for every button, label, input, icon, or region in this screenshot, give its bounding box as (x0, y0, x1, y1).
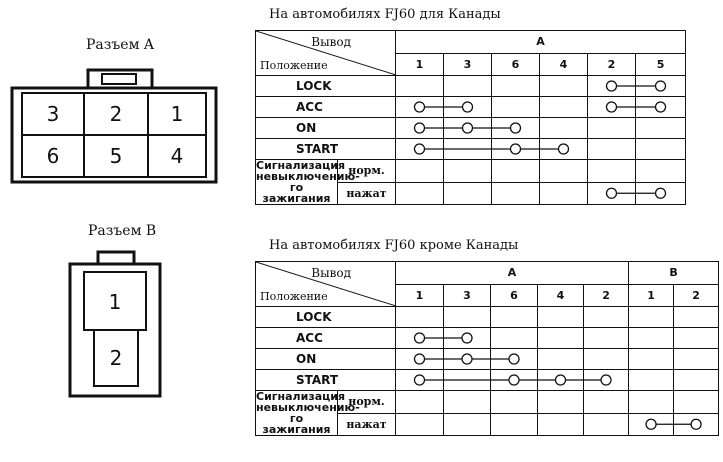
connector-a-pin: 5 (109, 144, 123, 168)
table-other-position-header: Положение (260, 290, 328, 303)
alarm-state-pressed: нажат (337, 181, 396, 205)
table-canada-row: ACC (255, 96, 687, 118)
table-canada-title: На автомобилях FJ60 для Канады (269, 7, 501, 22)
table-canada-row: START (255, 138, 687, 160)
position-label: START (255, 138, 396, 160)
alarm-state-pressed: нажат (337, 412, 396, 436)
connector-a-label: Разъем A (86, 37, 155, 53)
table-other-terminal: 2 (673, 283, 720, 307)
table-other-row: LOCK (255, 306, 720, 328)
connector-a-pin: 1 (170, 102, 184, 126)
table-canada-position-header: Положение (260, 59, 328, 72)
position-label: ACC (255, 327, 396, 349)
table-canada-output-header: Вывод (311, 35, 351, 49)
connector-a-pin: 2 (109, 102, 123, 126)
position-label: ACC (255, 96, 396, 118)
table-other-group-a: A (394, 261, 630, 285)
table-canada: Вывод Положение A 1 3 6 4 2 5 LOCK ACC O… (255, 30, 687, 205)
table-canada-terminal: 2 (587, 52, 636, 76)
table-canada-terminal: 1 (395, 52, 444, 76)
connector-b-pin: 1 (108, 290, 122, 314)
table-other-row: ACC (255, 327, 720, 349)
table-other-row: ON (255, 348, 720, 370)
table-other-terminal: 1 (628, 283, 675, 307)
position-label: LOCK (255, 306, 396, 328)
table-other: Вывод Положение A B 1 3 6 4 2 1 2 LOCK A… (255, 261, 720, 436)
table-other-terminal: 2 (582, 283, 630, 307)
table-canada-row: Сигнализация невыключению- го зажигания … (255, 159, 687, 205)
table-canada-row: LOCK (255, 75, 687, 97)
table-other-corner: Вывод Положение (255, 261, 396, 307)
alarm-state-normal: норм. (337, 390, 396, 414)
connector-a-diagram (10, 68, 218, 184)
table-canada-corner: Вывод Положение (255, 30, 396, 76)
table-canada-row: ON (255, 117, 687, 139)
table-other-title: На автомобилях FJ60 кроме Канады (269, 238, 519, 253)
table-other-row: START (255, 369, 720, 391)
connector-b-label: Разъем B (88, 223, 157, 239)
table-other-output-header: Вывод (311, 266, 351, 280)
table-canada-terminal: 3 (443, 52, 492, 76)
connector-a-pin: 4 (170, 144, 184, 168)
table-canada-terminal: 6 (491, 52, 540, 76)
table-other-terminal: 3 (443, 283, 491, 307)
table-other-group-b: B (628, 261, 720, 285)
connector-b-pin: 2 (109, 346, 123, 370)
connector-b-diagram (68, 250, 162, 398)
position-label: ON (255, 348, 396, 370)
alarm-label: Сигнализация невыключению- го зажигания (255, 390, 360, 436)
table-other-row: нажат (256, 412, 720, 436)
position-label: LOCK (255, 75, 396, 97)
connector-a-pin: 6 (46, 144, 60, 168)
table-other-terminal: 1 (395, 283, 444, 307)
table-canada-terminal: 4 (539, 52, 588, 76)
table-canada-terminal: 5 (634, 52, 687, 76)
table-other-terminal: 6 (490, 283, 538, 307)
connector-a-pin: 3 (46, 102, 60, 126)
alarm-label: Сигнализация невыключению- го зажигания (255, 159, 360, 205)
table-canada-group-a: A (394, 30, 687, 54)
alarm-state-normal: норм. (337, 159, 396, 183)
table-other-terminal: 4 (537, 283, 584, 307)
position-label: START (255, 369, 396, 391)
table-other-row: Сигнализация невыключению- го зажигания … (255, 390, 720, 436)
position-label: ON (255, 117, 396, 139)
